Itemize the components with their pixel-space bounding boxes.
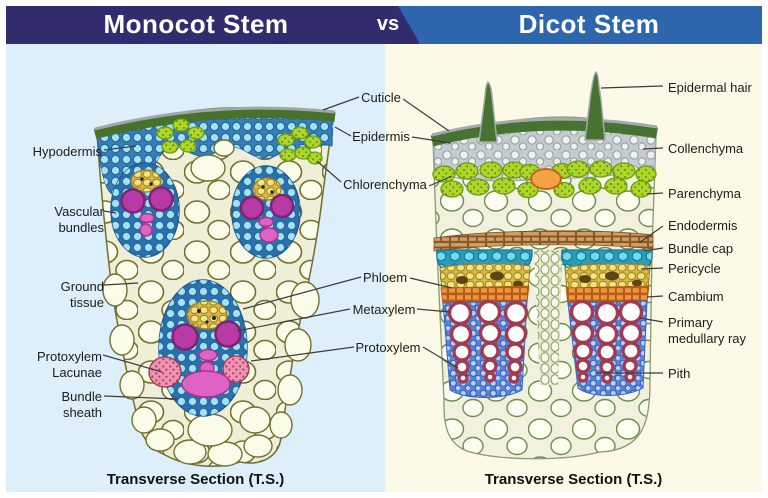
label-ground-tissue: Ground tissue — [60, 279, 104, 311]
label-chlorenchyma: Chlorenchyma — [343, 177, 427, 192]
monocot-illustration — [93, 106, 336, 467]
label-protoxylem: Protoxylem — [355, 340, 421, 355]
monocot-protoxylem-lacuna-left — [148, 356, 182, 388]
dicot-title: Dicot Stem — [518, 9, 660, 39]
monocot-title: Monocot Stem — [103, 9, 289, 39]
dicot-illustration — [430, 71, 658, 460]
label-bundle-sheath: Bundle sheath — [61, 389, 102, 421]
monocot-vascular-bundle-3 — [148, 279, 250, 417]
monocot-vascular-bundle-2 — [231, 165, 301, 259]
header-bar-dicot — [398, 6, 762, 44]
dicot-cuticle — [431, 117, 658, 137]
label-pericycle: Pericycle — [668, 261, 721, 276]
label-endodermis: Endodermis — [668, 218, 738, 233]
monocot-vascular-bundle-1 — [110, 162, 180, 258]
dicot-resin-duct — [530, 168, 562, 190]
label-pith: Pith — [668, 366, 691, 381]
label-cuticle: Cuticle — [361, 90, 401, 105]
label-vascular-bundles: Vascular bundles — [54, 204, 104, 236]
label-bundle-cap: Bundle cap — [668, 241, 734, 256]
label-metaxylem: Metaxylem — [352, 302, 416, 317]
dicot-caption: Transverse Section (T.S.) — [484, 471, 663, 488]
dicot-chlorenchyma-row — [432, 160, 657, 199]
label-phloem: Phloem — [362, 270, 408, 285]
dicot-epidermal-hair-2 — [584, 71, 606, 141]
label-epidermis: Epidermis — [352, 129, 410, 144]
label-epidermal-hair: Epidermal hair — [668, 80, 752, 95]
monocot-edge-cells — [102, 273, 320, 467]
vs-separator: vs — [376, 13, 400, 35]
monocot-caption: Transverse Section (T.S.) — [106, 471, 285, 488]
label-cambium: Cambium — [668, 289, 724, 304]
label-primary-medullary-ray: Primary medullary ray — [668, 315, 747, 347]
dicot-vascular-bundle-right — [561, 249, 653, 396]
monocot-protoxylem-lacuna-right — [222, 355, 250, 383]
dicot-epidermal-hair-1 — [478, 80, 498, 143]
header-bar-monocot — [6, 6, 420, 44]
monocot-cuticle — [94, 106, 336, 131]
monocot-chlorenchyma — [156, 118, 323, 165]
dicot-medullary-ray — [534, 250, 562, 385]
leader-lines — [102, 85, 664, 400]
label-parenchyma: Parenchyma — [668, 186, 741, 201]
monocot-epidermis — [93, 108, 336, 139]
label-hypodermis: Hypodermis — [32, 144, 102, 159]
label-protoxylem-lacunae: Protoxylem Lacunae — [36, 349, 102, 381]
dicot-epidermis — [430, 119, 658, 147]
dicot-vascular-bundle-left — [436, 249, 533, 398]
label-collenchyma: Collenchyma — [668, 141, 744, 156]
